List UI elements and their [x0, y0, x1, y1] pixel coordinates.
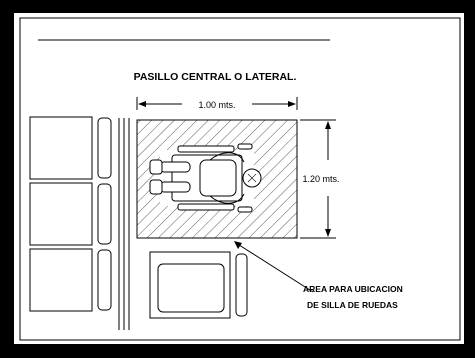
seat-row-bottom — [149, 251, 248, 319]
note-line-1: AREA PARA UBICACION — [303, 284, 403, 294]
drawing-title: PASILLO CENTRAL O LATERAL. — [134, 71, 297, 83]
note-leader-line — [235, 242, 314, 293]
height-dimension-label: 1.20 mts. — [302, 174, 339, 184]
note-line-2: DE SILLA DE RUEDAS — [307, 300, 398, 310]
seat-row-left — [29, 116, 112, 312]
width-dimension — [136, 97, 298, 110]
note-leader-arrow — [234, 241, 242, 249]
height-dimension — [300, 119, 336, 239]
wheelchair-user-icon — [149, 143, 262, 213]
aisle-lines — [118, 118, 130, 330]
width-dimension-label: 1.00 mts. — [198, 100, 235, 110]
